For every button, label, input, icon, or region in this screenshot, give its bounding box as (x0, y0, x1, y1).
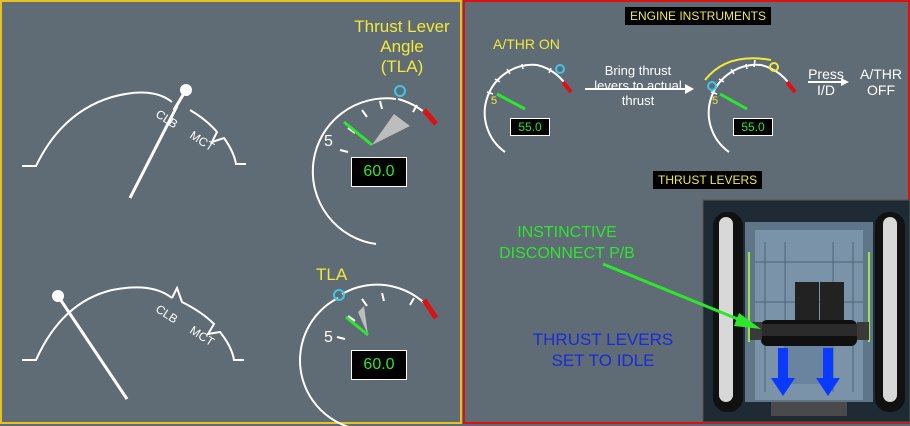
athr-off-label: A/THR OFF (860, 66, 902, 98)
lower-thrust-quadrant (22, 285, 244, 400)
athr-on-gauge (483, 63, 573, 153)
athr-on-label: A/THR ON (493, 36, 560, 52)
lower-gauge-scale-5: 5 (324, 329, 333, 346)
gauge2-scale-5: 5 (712, 95, 719, 107)
lower-n1-gauge (299, 283, 439, 426)
press-id-label: Press I/D (808, 66, 844, 98)
arrow-bring-thrust (585, 84, 694, 94)
tla-marker-lower (333, 289, 345, 301)
athr-on-readout: 55.0 (510, 118, 550, 136)
thrust-levers-header: THRUST LEVERS (653, 171, 763, 189)
tla-marker (394, 85, 406, 97)
left-diagram-graphics (22, 84, 439, 426)
gauge1-scale-5: 5 (491, 95, 498, 107)
tla-sector (372, 114, 410, 145)
athr-transition-gauge (704, 57, 797, 153)
tla-short-label: TLA (316, 265, 348, 284)
thrust-lever-photo (702, 199, 910, 423)
instinctive-disconnect-label: INSTINCTIVE DISCONNECT P/B (499, 224, 635, 262)
lower-n1-readout: 60.0 (351, 350, 407, 380)
upper-n1-gauge (311, 85, 438, 245)
thrust-levers-idle-label: THRUST LEVERS SET TO IDLE (532, 330, 674, 370)
engine-instruments-header: ENGINE INSTRUMENTS (625, 7, 772, 25)
right-diagram-graphics (483, 57, 910, 423)
bring-thrust-label: Bring thrust levers to actual thrust (594, 63, 682, 108)
n1-needle-lower (345, 315, 369, 337)
upper-thrust-quadrant (22, 84, 246, 199)
upper-gauge-scale-5: 5 (324, 133, 333, 150)
tla-callout-label: Thrust Lever Angle (TLA) (354, 17, 450, 76)
idle-arrows (771, 348, 840, 396)
n1-needle (343, 120, 373, 147)
right-panel: ENGINE INSTRUMENTS (463, 0, 910, 424)
tla-sector-small (358, 306, 368, 335)
upper-n1-readout: 60.0 (351, 157, 407, 187)
athr-transition-readout: 55.0 (733, 118, 773, 136)
left-panel: CLB MCT CLB MCT Thrust Lever Angle (TLA)… (0, 0, 462, 426)
arrow-press-id (808, 78, 849, 86)
disconnect-pointer (602, 262, 761, 329)
